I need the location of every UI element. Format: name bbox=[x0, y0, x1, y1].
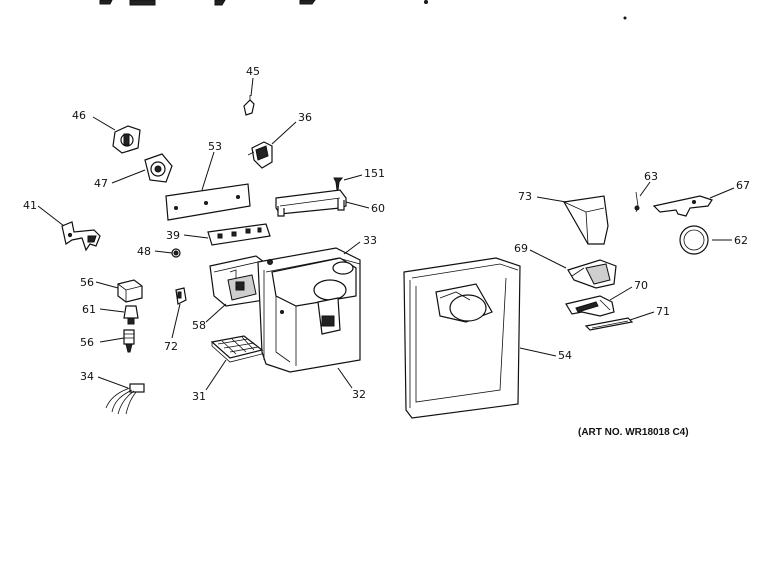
callout-72: 72 bbox=[164, 340, 178, 353]
leader-151 bbox=[343, 174, 363, 181]
callout-63: 63 bbox=[644, 170, 658, 183]
part-34-harness bbox=[105, 383, 145, 415]
leader-48 bbox=[154, 250, 173, 254]
leader-33 bbox=[343, 241, 361, 255]
callout-54: 54 bbox=[558, 349, 572, 362]
part-67-bracket bbox=[652, 195, 713, 217]
part-56-box bbox=[117, 279, 143, 303]
leader-36 bbox=[271, 121, 297, 145]
part-36-switch bbox=[247, 141, 273, 169]
leader-60 bbox=[345, 201, 370, 209]
callout-73: 73 bbox=[518, 190, 532, 203]
callout-46: 46 bbox=[72, 109, 86, 122]
part-31-tray bbox=[210, 335, 264, 363]
callout-56b: 56 bbox=[80, 336, 94, 349]
leader-47 bbox=[111, 169, 146, 184]
part-151-screw bbox=[333, 177, 343, 191]
part-54-panel bbox=[403, 257, 521, 419]
leader-58 bbox=[205, 303, 227, 323]
leader-72 bbox=[171, 303, 181, 339]
leader-56a bbox=[95, 281, 119, 289]
leader-71 bbox=[629, 311, 655, 321]
part-33-dispenser bbox=[257, 247, 361, 373]
callout-48: 48 bbox=[137, 245, 151, 258]
part-61-socket bbox=[123, 305, 139, 325]
leader-45 bbox=[250, 77, 254, 97]
part-72-clip bbox=[175, 287, 187, 305]
callout-32: 32 bbox=[352, 388, 366, 401]
callout-31: 31 bbox=[192, 390, 206, 403]
callout-71: 71 bbox=[656, 305, 670, 318]
leader-63 bbox=[639, 181, 651, 197]
part-53-plate bbox=[165, 183, 251, 221]
leader-39 bbox=[183, 234, 209, 239]
callout-39: 39 bbox=[166, 229, 180, 242]
leader-34 bbox=[97, 376, 129, 389]
callout-151: 151 bbox=[364, 167, 385, 180]
leader-32 bbox=[337, 367, 353, 389]
part-58-module bbox=[209, 255, 265, 307]
leader-46 bbox=[92, 116, 116, 131]
callout-33: 33 bbox=[363, 234, 377, 247]
leader-61 bbox=[99, 308, 125, 313]
callout-60: 60 bbox=[371, 202, 385, 215]
part-63-spring bbox=[634, 191, 640, 213]
callout-34: 34 bbox=[80, 370, 94, 383]
callout-41: 41 bbox=[23, 199, 37, 212]
callout-45: 45 bbox=[246, 65, 260, 78]
cropped-top-marks bbox=[99, 0, 627, 20]
part-48-cap bbox=[171, 248, 181, 258]
callout-61: 61 bbox=[82, 303, 96, 316]
callout-62: 62 bbox=[734, 234, 748, 247]
leader-53 bbox=[201, 151, 215, 191]
callout-36: 36 bbox=[298, 111, 312, 124]
callout-53: 53 bbox=[208, 140, 222, 153]
leader-67 bbox=[709, 187, 735, 199]
part-56-bulb bbox=[123, 329, 135, 353]
part-46-knob bbox=[112, 125, 141, 154]
callout-56a: 56 bbox=[80, 276, 94, 289]
callout-70: 70 bbox=[634, 279, 648, 292]
part-69-funnel bbox=[567, 259, 617, 289]
part-60-bracket bbox=[275, 189, 347, 217]
callout-47: 47 bbox=[94, 177, 108, 190]
leader-70 bbox=[609, 286, 633, 301]
part-62-ring bbox=[679, 225, 709, 255]
art-number: (ART NO. WR18018 C4) bbox=[578, 427, 689, 438]
callout-58: 58 bbox=[192, 319, 206, 332]
part-41-bracket bbox=[61, 221, 101, 252]
part-45-clip bbox=[243, 95, 255, 116]
leader-41 bbox=[37, 205, 65, 227]
part-47-housing bbox=[144, 153, 173, 183]
part-39-board bbox=[207, 223, 271, 246]
leader-31 bbox=[205, 359, 227, 391]
part-71-bar bbox=[584, 317, 634, 331]
part-73-chute bbox=[563, 195, 609, 245]
leader-54 bbox=[519, 347, 557, 357]
callout-69: 69 bbox=[514, 242, 528, 255]
part-70-lever bbox=[565, 295, 615, 317]
leader-73 bbox=[536, 196, 567, 203]
leader-56b bbox=[99, 337, 125, 343]
leader-69 bbox=[529, 249, 567, 269]
callout-67: 67 bbox=[736, 179, 750, 192]
